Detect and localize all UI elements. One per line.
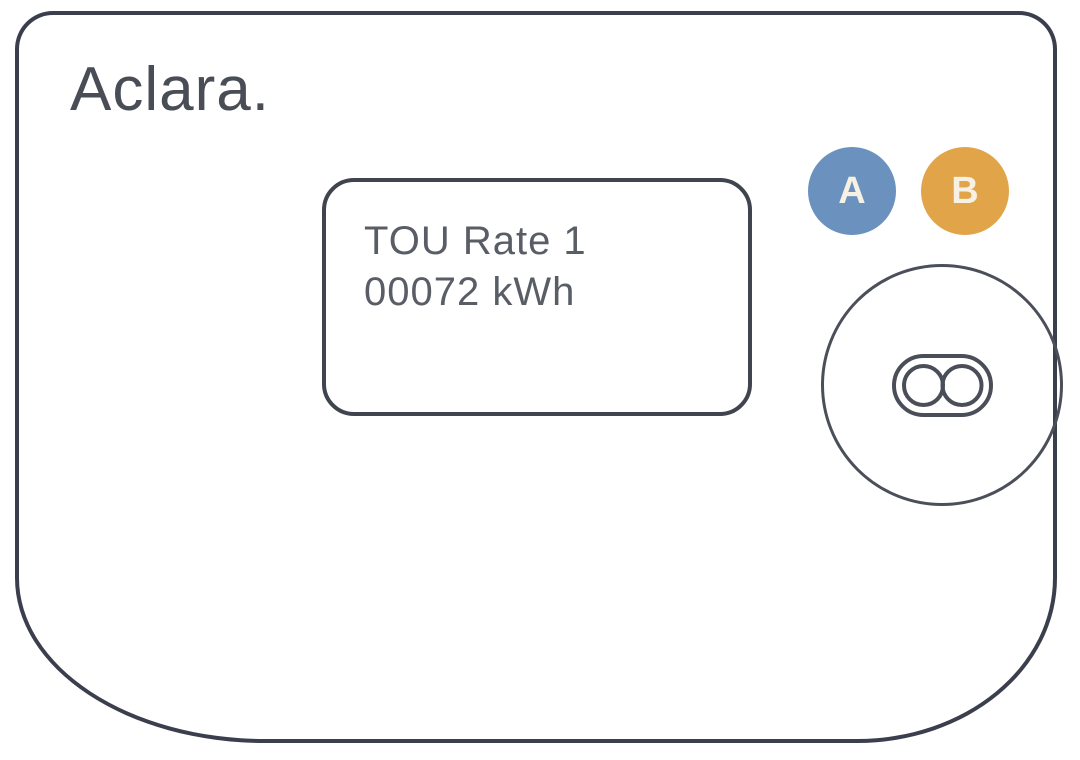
button-b[interactable]: B: [921, 147, 1009, 235]
optical-port-icon: [891, 353, 993, 417]
magnified-detail-circle: [821, 264, 1063, 506]
button-b-label: B: [951, 169, 979, 212]
brand-logo: Aclara.: [70, 55, 270, 124]
lcd-line-energy: 00072 kWh: [364, 270, 576, 314]
button-a-label: A: [838, 169, 866, 212]
button-a[interactable]: A: [808, 147, 896, 235]
lcd-line-rate: TOU Rate 1: [364, 219, 587, 263]
lcd-display: TOU Rate 1 00072 kWh: [322, 178, 752, 416]
